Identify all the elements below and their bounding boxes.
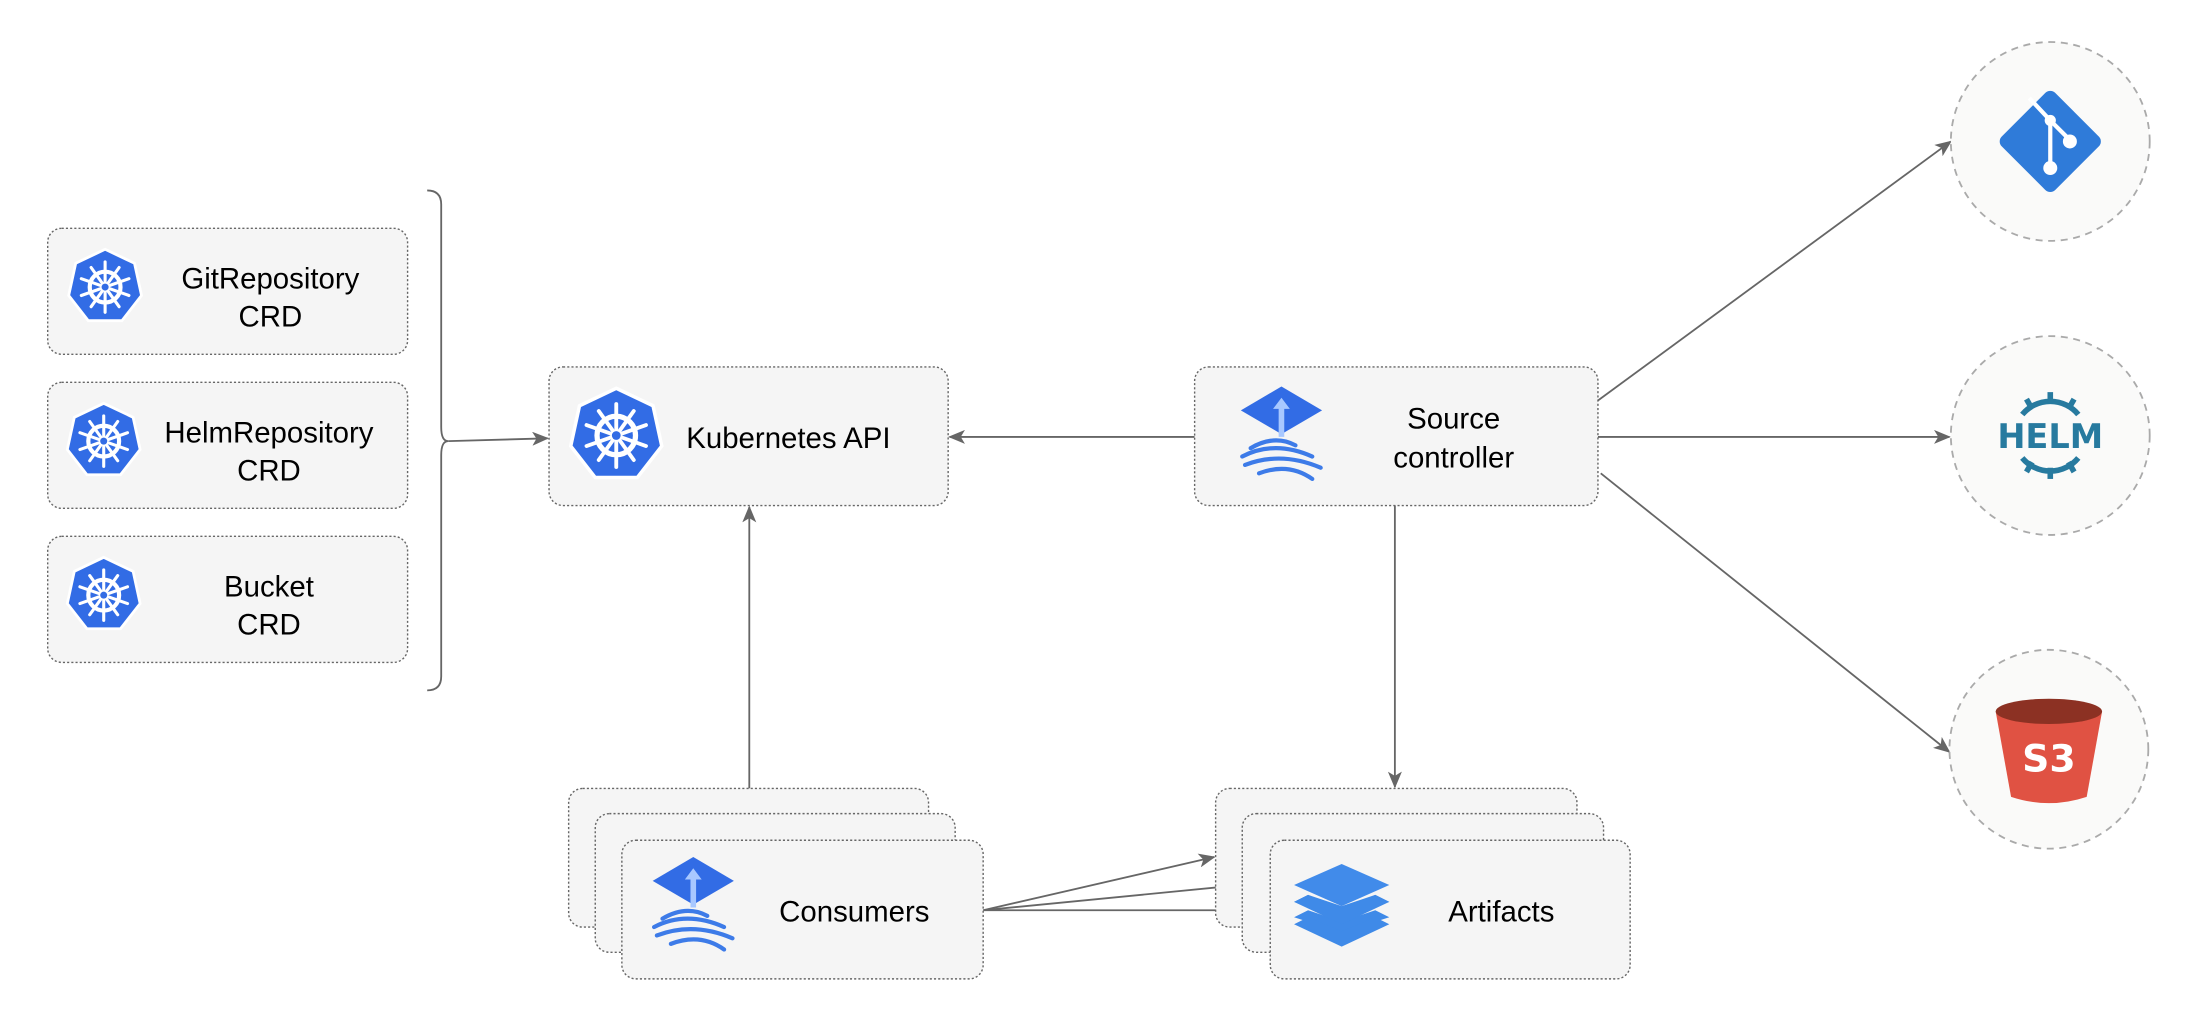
helm-source-node[interactable]: HELM (1949, 335, 2151, 536)
node-label: controller (1393, 442, 1514, 475)
node-label: CRD (237, 608, 301, 641)
node-label: CRD (239, 300, 303, 333)
helm-label: HELM (1997, 417, 2103, 456)
node-label: CRD (237, 454, 301, 487)
source-controller-node[interactable]: Source controller (1193, 366, 1599, 507)
kubernetes-icon (67, 557, 140, 628)
gitrepository-crd-node[interactable]: GitRepository CRD (46, 227, 409, 356)
helm-icon: HELM (1997, 392, 2103, 479)
layers-icon (1294, 864, 1390, 947)
node-label: Consumers (779, 895, 929, 928)
edge-controller-to-s3 (1600, 472, 1951, 753)
bucket-crd-node[interactable]: Bucket CRD (46, 535, 409, 664)
node-label: HelmRepository (164, 417, 373, 450)
node-label: GitRepository (181, 262, 359, 295)
node-label: Source (1407, 403, 1500, 436)
git-source-node[interactable] (1949, 41, 2151, 242)
crd-bracket (427, 189, 449, 692)
s3-source-node[interactable]: S3 (1948, 648, 2150, 850)
kubernetes-api-node[interactable]: Kubernetes API (548, 366, 949, 507)
kubernetes-icon (69, 249, 142, 320)
helmrepository-crd-node[interactable]: HelmRepository CRD (46, 381, 409, 510)
git-icon (1999, 90, 2101, 193)
kubernetes-icon (67, 403, 140, 474)
edge-consumers-to-artifacts-1 (982, 853, 1216, 912)
edge-controller-to-git (1597, 140, 1952, 402)
s3-bucket-icon: S3 (1995, 698, 2103, 804)
node-label: Bucket (224, 571, 314, 604)
edge-consumers-to-artifacts-2 (983, 879, 1243, 912)
edge-crds-to-api (448, 431, 550, 446)
s3-label: S3 (2022, 737, 2076, 781)
artifacts-node[interactable]: Artifacts (1214, 787, 1631, 980)
node-label: Kubernetes API (686, 422, 890, 455)
node-label: Artifacts (1448, 895, 1554, 928)
kubernetes-icon (571, 388, 662, 477)
consumers-node[interactable]: Consumers (567, 787, 984, 980)
